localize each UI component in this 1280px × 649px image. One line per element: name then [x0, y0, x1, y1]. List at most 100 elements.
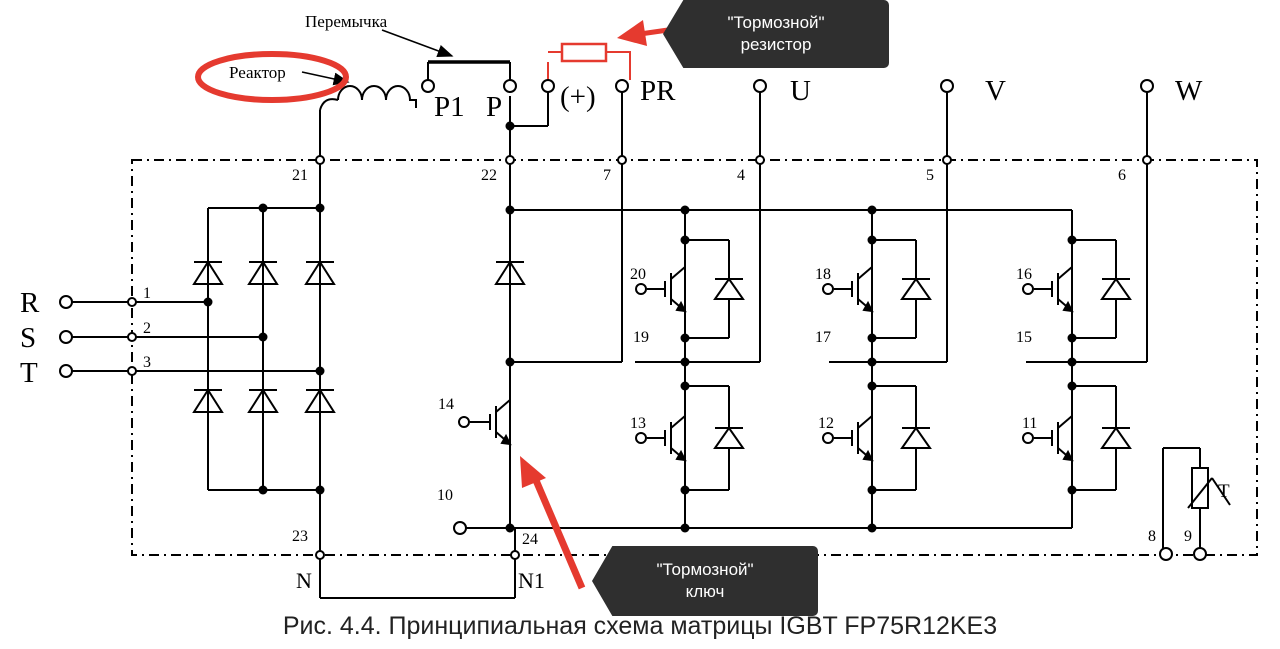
junction-dot	[867, 205, 877, 215]
junction-dot	[505, 523, 515, 533]
pin-number-24: 24	[522, 531, 538, 548]
brake-resistor	[560, 42, 608, 63]
junction-dot	[680, 485, 690, 495]
junction-dot	[1067, 357, 1077, 367]
terminal-r: R	[20, 287, 40, 319]
pin-circle	[127, 297, 137, 307]
diode-4	[247, 388, 279, 413]
pin-number-20: 20	[630, 266, 646, 283]
igbt-14-brake	[458, 362, 512, 446]
junction-dots	[203, 121, 1077, 533]
jumper-label: Перемычка	[305, 12, 388, 31]
junction-dot	[1067, 381, 1077, 391]
diode-0	[192, 260, 224, 285]
junction-dot	[315, 485, 325, 495]
junction-dot	[1067, 235, 1077, 245]
callout-line-2: резистор	[740, 35, 812, 54]
junction-dot	[505, 357, 515, 367]
terminal-p: P	[486, 91, 502, 123]
terminal-circle	[421, 79, 435, 93]
pin-number-5: 5	[926, 167, 934, 184]
terminal-circle	[59, 364, 73, 378]
callout-line-1: "Тормозной"	[727, 13, 825, 32]
junction-dot	[315, 366, 325, 376]
junction-dot	[680, 523, 690, 533]
pin-number-10: 10	[437, 487, 453, 504]
junction-dot	[867, 333, 877, 343]
diode-2	[304, 260, 336, 285]
junction-dot	[1067, 485, 1077, 495]
igbt-12	[822, 385, 932, 491]
pin-circle	[942, 155, 952, 165]
pin-number-14: 14	[438, 396, 454, 413]
terminal-u: U	[790, 75, 811, 107]
junction-dot	[867, 523, 877, 533]
terminal-n1: N1	[518, 568, 545, 593]
pin-circle	[510, 550, 520, 560]
pin-number-6: 6	[1118, 167, 1126, 184]
diode-5	[304, 388, 336, 413]
pin-number-12: 12	[818, 415, 834, 432]
igbt-18	[822, 239, 932, 339]
red-arrow-resistor	[617, 20, 669, 46]
junction-dot	[680, 333, 690, 343]
diode-3	[192, 388, 224, 413]
brake-resistor-callout: "Тормозной" резистор	[663, 0, 889, 68]
junction-dot	[867, 381, 877, 391]
junction-dot	[680, 205, 690, 215]
terminal-circle	[753, 79, 767, 93]
terminal-circle	[1193, 547, 1207, 561]
terminal-t: T	[20, 357, 38, 389]
terminal-circle	[1159, 547, 1173, 561]
igbt-11	[1022, 385, 1132, 491]
pin-number-23: 23	[292, 528, 308, 545]
pin-number-15: 15	[1016, 329, 1032, 346]
junction-dot	[867, 235, 877, 245]
pin-number-19: 19	[633, 329, 649, 346]
pin-number-22: 22	[481, 167, 497, 184]
callout-line-1: "Тормозной"	[656, 560, 754, 579]
pin-number-21: 21	[292, 167, 308, 184]
junction-dot	[203, 297, 213, 307]
junction-dot	[315, 203, 325, 213]
terminal-circle	[59, 330, 73, 344]
junction-dot	[680, 235, 690, 245]
pin-number-17: 17	[815, 329, 831, 346]
terminal-circle	[503, 79, 517, 93]
terminal-pr: PR	[640, 75, 676, 107]
junction-dot	[680, 357, 690, 367]
terminal-w: W	[1175, 75, 1203, 107]
terminal-circle	[541, 79, 555, 93]
pin-circle	[127, 366, 137, 376]
pin-number-7: 7	[603, 167, 611, 184]
terminal-plus: (+)	[560, 81, 596, 113]
reactor-highlight-ellipse	[195, 51, 349, 103]
pin-number-2: 2	[143, 320, 151, 337]
terminal-circle	[59, 295, 73, 309]
pin-circle	[315, 155, 325, 165]
pin-number-18: 18	[815, 266, 831, 283]
pin-number-4: 4	[737, 167, 745, 184]
terminal-p1: P1	[434, 91, 465, 123]
igbts	[458, 239, 1132, 491]
junction-dot	[1067, 333, 1077, 343]
terminal-circles	[59, 79, 1207, 561]
pin-number-13: 13	[630, 415, 646, 432]
brake-key-callout: "Тормозной" ключ	[592, 546, 818, 616]
pin-number-3: 3	[143, 354, 151, 371]
terminal-circle	[615, 79, 629, 93]
thermistor-label: T	[1218, 481, 1230, 502]
pin-number-9: 9	[1184, 528, 1192, 545]
diodes	[192, 260, 526, 413]
pin-number-11: 11	[1022, 415, 1037, 432]
terminal-circle	[453, 521, 467, 535]
reactor-arrow	[301, 71, 350, 86]
junction-dot	[680, 381, 690, 391]
red-arrow-brake-key	[520, 456, 586, 590]
terminal-circle	[1140, 79, 1154, 93]
terminal-n: N	[296, 568, 312, 593]
junction-dot	[505, 121, 515, 131]
pin-number-16: 16	[1016, 266, 1032, 283]
thermistor	[1191, 467, 1209, 509]
